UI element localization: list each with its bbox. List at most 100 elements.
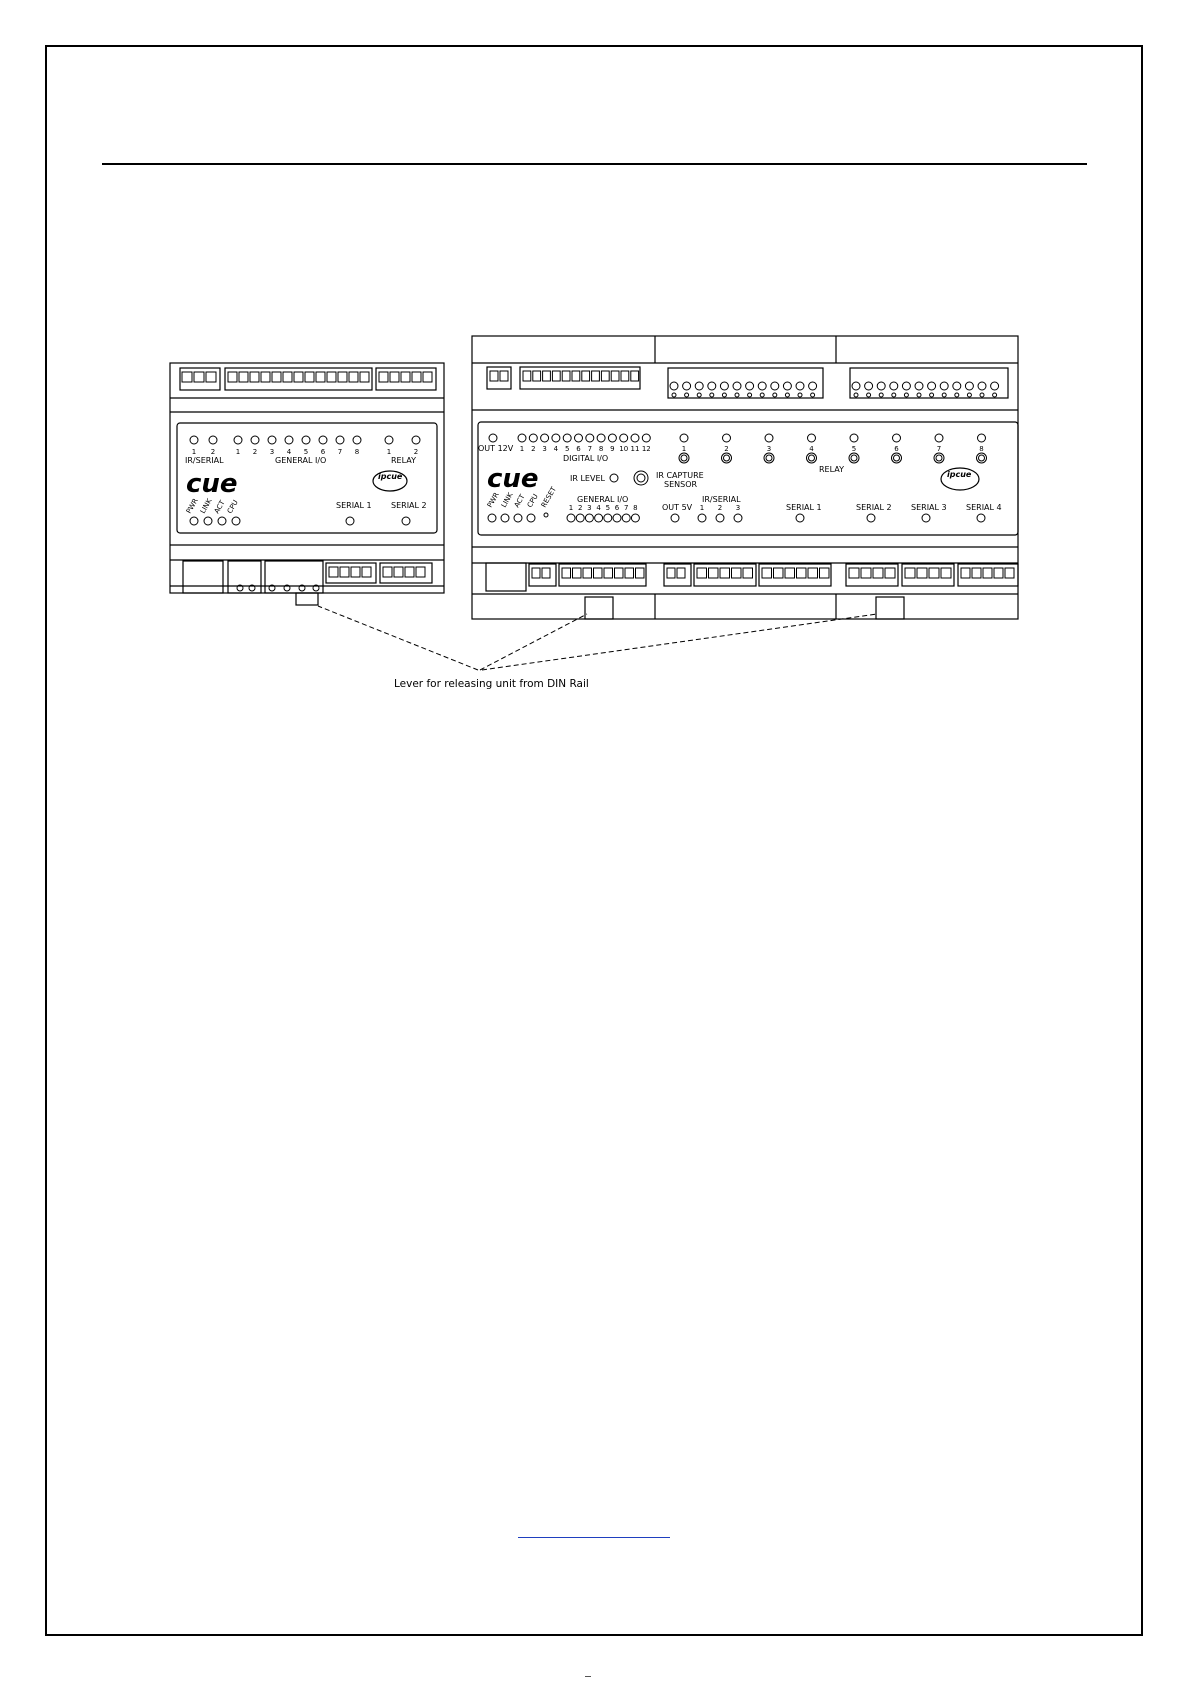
terminal-pin: [630, 370, 640, 382]
terminal-pin: [499, 370, 509, 382]
screw-terminal: [248, 584, 256, 592]
terminal-pin: [624, 567, 634, 579]
status-led: [217, 516, 227, 526]
terminal-pin: [773, 567, 784, 579]
screw-terminal: [851, 381, 861, 391]
left-serial-1-label: SERIAL 1: [336, 501, 372, 510]
led-number-label: 6: [321, 448, 326, 456]
led-number-label: 3: [270, 448, 274, 456]
terminal-pin: [393, 566, 404, 578]
terminal-pin: [561, 567, 571, 579]
reset-button: [543, 512, 549, 518]
terminal-pin: [993, 567, 1004, 579]
terminal-pin: [532, 370, 542, 382]
screw-terminal: [770, 381, 780, 391]
led-number-label: 8: [355, 448, 359, 456]
screw-terminal: [903, 392, 909, 398]
led-number-label: 1: [387, 448, 391, 456]
right-cpu-label: CPU: [526, 493, 540, 509]
terminal-pin: [271, 371, 282, 383]
serial-led: [866, 513, 876, 523]
led-number-label: 12: [642, 445, 651, 453]
terminal-pin: [708, 567, 719, 579]
screw-terminal: [707, 381, 717, 391]
terminal-pin: [593, 567, 603, 579]
led-indicator: [517, 433, 527, 443]
terminal-pin: [551, 370, 561, 382]
led-indicator: [594, 513, 604, 523]
terminal-pin: [181, 371, 193, 383]
screw-terminal: [795, 381, 805, 391]
terminal-pin: [696, 567, 707, 579]
out-12v-label: OUT 12V: [478, 444, 514, 453]
status-led: [500, 513, 510, 523]
relay-indicator: [933, 452, 945, 464]
terminal-pin: [238, 371, 249, 383]
led-number-label: 2: [414, 448, 418, 456]
status-led: [526, 513, 536, 523]
relay-indicator: [976, 452, 987, 464]
relay-led: [679, 433, 689, 443]
serial-led: [345, 516, 355, 526]
terminal-pin: [731, 567, 742, 579]
screw-terminal: [669, 381, 679, 391]
left-top-terminals: [179, 367, 437, 391]
terminal-pin: [541, 567, 551, 579]
terminal-pin: [819, 567, 830, 579]
led-indicator: [607, 433, 617, 443]
terminal-pin: [666, 567, 676, 579]
terminal-pin: [382, 566, 393, 578]
terminal-pin: [982, 567, 993, 579]
terminal-pin: [784, 567, 795, 579]
right-unit-housing: [471, 335, 1019, 620]
relay-indicator-inner: [935, 454, 943, 462]
relay-indicator: [891, 452, 902, 464]
screw-terminal: [772, 392, 778, 398]
terminal-pin: [807, 567, 818, 579]
led-indicator: [715, 513, 725, 523]
screw-terminal: [977, 381, 987, 391]
terminal-pin: [635, 567, 645, 579]
relay-indicator: [721, 452, 732, 464]
led-number-label: 1: [520, 445, 524, 453]
terminal-pin: [260, 371, 271, 383]
screw-terminal: [939, 381, 949, 391]
screw-terminal: [914, 381, 924, 391]
led-number-label: 7: [338, 448, 342, 456]
led-indicator: [233, 435, 243, 445]
screw-terminal: [876, 381, 886, 391]
right-serial-2-label: SERIAL 2: [856, 503, 892, 512]
relay-number-label: 3: [767, 445, 771, 453]
terminal-pin: [719, 567, 730, 579]
screw-terminal: [719, 381, 729, 391]
led-indicator: [596, 433, 606, 443]
screw-terminal: [891, 392, 897, 398]
led-indicator: [335, 435, 345, 445]
terminal-pin: [389, 371, 400, 383]
left-act-label: ACT: [213, 498, 227, 515]
terminal-pin: [348, 371, 359, 383]
terminal-pin: [581, 370, 591, 382]
terminal-pin: [582, 567, 592, 579]
screw-terminal: [864, 381, 874, 391]
ir-level-label: IR LEVEL: [570, 474, 606, 483]
screw-terminal: [810, 392, 816, 398]
gio-number-label: 4: [596, 504, 601, 512]
terminal-pin: [676, 567, 686, 579]
terminal-pin: [796, 567, 807, 579]
terminal-pin: [860, 567, 872, 579]
led-indicator: [318, 435, 328, 445]
screw-terminal: [721, 392, 727, 398]
led-number-label: 2: [253, 448, 257, 456]
footer-link-underline[interactable]: [518, 1537, 670, 1538]
relay-number-label: 7: [937, 445, 941, 453]
screw-terminal: [941, 392, 947, 398]
led-number-label: 6: [576, 445, 581, 453]
terminal-pin: [742, 567, 753, 579]
right-serial-1-label: SERIAL 1: [786, 503, 822, 512]
terminal-pin: [339, 566, 350, 578]
ir-level-led: [609, 473, 619, 483]
screw-terminal: [979, 392, 985, 398]
screw-terminal: [759, 392, 765, 398]
screw-terminal: [732, 381, 742, 391]
